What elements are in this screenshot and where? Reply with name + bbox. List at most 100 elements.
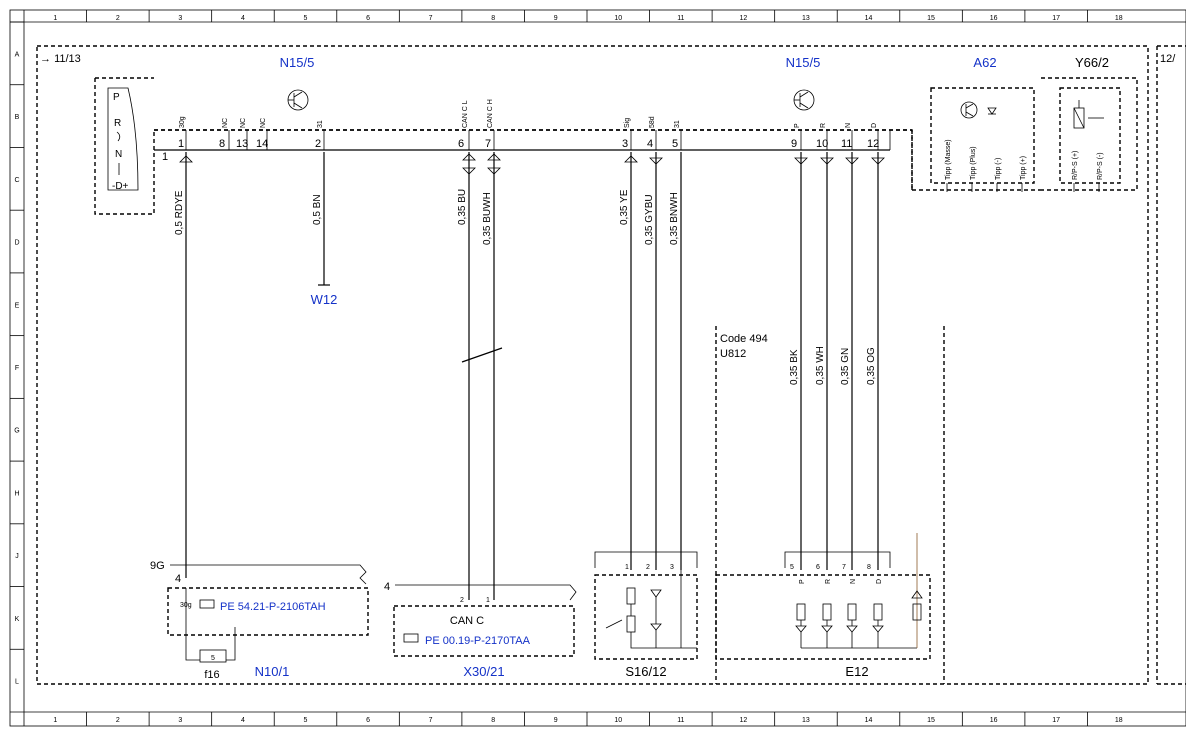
wire-label: 0,35 YE [619, 189, 630, 225]
column-label: 18 [1115, 15, 1123, 22]
s16-pin1: 1 [625, 564, 629, 571]
column-label: 6 [366, 15, 370, 22]
row-label: C [14, 177, 19, 184]
pin-number: 3 [622, 138, 628, 150]
x30-ref-link[interactable]: PE 00.19-P-2170TAA [425, 635, 531, 647]
pin-number: 1 [178, 138, 184, 150]
row-label: A [15, 51, 20, 58]
ref-prev-label[interactable]: → 11/13 [40, 53, 81, 65]
column-label: 8 [491, 717, 495, 724]
pin-name: CAN C H [487, 99, 494, 128]
column-label: 10 [614, 15, 622, 22]
column-label: 5 [304, 15, 308, 22]
resistor-symbol [847, 603, 857, 621]
column-label: 2 [116, 15, 120, 22]
e12-pin8: 8 [867, 564, 871, 571]
x30-pin1: 1 [486, 597, 490, 604]
outer-frame [9, 9, 1186, 727]
wire-label: 0,35 BK [789, 349, 800, 385]
column-label: 9 [554, 717, 558, 724]
pin-number: 8 [219, 138, 225, 150]
wires [185, 152, 879, 600]
column-label: 6 [366, 717, 370, 724]
s16-12-module: 1 2 3 S16/12 [594, 551, 698, 679]
ref-next-label[interactable]: 12/ [1160, 53, 1176, 65]
n10-pin-num: 4 [175, 573, 181, 585]
e12-pin5: 5 [790, 564, 794, 571]
selector-p: P [113, 92, 120, 103]
connector-number: 1 [162, 151, 168, 163]
resistor-symbol [912, 603, 922, 621]
led-icon [650, 623, 662, 631]
column-label: 17 [1052, 717, 1060, 724]
row-label: H [14, 490, 19, 497]
column-label: 15 [927, 15, 935, 22]
pin-number: 14 [256, 138, 268, 150]
pin-number: 5 [672, 138, 678, 150]
a62-pin-label: Tipp (+) [1020, 156, 1027, 180]
led-icon [846, 625, 858, 633]
e12-label: E12 [845, 664, 868, 679]
selector-d: -D+ [112, 181, 129, 192]
column-label: 3 [178, 717, 182, 724]
y66-2-label: Y66/2 [1075, 55, 1109, 70]
transistor-icon [960, 101, 978, 119]
grid-frame [9, 9, 1186, 727]
pin-name: NC [240, 118, 247, 128]
resistor-symbol [873, 603, 883, 621]
wire-label: 0,35 WH [815, 346, 826, 385]
code-line1: Code 494 [720, 333, 768, 345]
row-label: F [15, 365, 19, 372]
column-label: 16 [990, 717, 998, 724]
pin-number: 12 [867, 138, 879, 150]
n10-1-module: 9G 4 30g PE 54.21-P-2106TAH 5 f16 N10/1 [150, 560, 369, 681]
row-label: B [15, 114, 20, 121]
n10-ref-link[interactable]: PE 54.21-P-2106TAH [220, 601, 326, 613]
n10-conn-label: 9G [150, 560, 165, 572]
a62-pins: Tipp (Masse)Tipp (Plus)Tipp (-)Tipp (+) [945, 139, 1027, 192]
pin-name: 31 [317, 120, 324, 128]
led-icon [821, 625, 833, 633]
row-label: E [15, 302, 20, 309]
n10-1-label: N10/1 [255, 664, 290, 679]
e12-pin-name: D [876, 579, 883, 584]
pin-name: P [794, 123, 801, 128]
wire-label: 0,5 BN [312, 194, 323, 225]
wire-label: 0,35 GN [840, 348, 851, 385]
can-c-label: CAN C [450, 615, 484, 627]
y66-pin-label: R/P-S (-) [1097, 152, 1104, 180]
a62-label: A62 [973, 55, 996, 70]
a62-module [930, 87, 1035, 184]
s16-pin3: 3 [670, 564, 674, 571]
pin-name: D [871, 123, 878, 128]
n15-5-right-label: N15/5 [786, 55, 821, 70]
a62-pin-label: Tipp (-) [995, 158, 1002, 180]
pin-name: CAN C L [462, 100, 469, 128]
pin-name: NC [222, 118, 229, 128]
pin-number: 4 [647, 138, 653, 150]
selector-n: N [115, 149, 122, 160]
resistor-symbol [822, 603, 832, 621]
e12-pin6: 6 [816, 564, 820, 571]
s16-12-label: S16/12 [625, 664, 666, 679]
column-label: 1 [53, 717, 57, 724]
column-label: 5 [304, 717, 308, 724]
pin-name: 58d [649, 116, 656, 128]
column-label: 1 [53, 15, 57, 22]
row-label: J [15, 553, 19, 560]
row-label: G [14, 428, 19, 435]
transistor-icon [793, 89, 815, 111]
x30-pin2: 2 [460, 597, 464, 604]
x30-21-module: 4 2 1 CAN C PE 00.19-P-2170TAA X30/21 [384, 581, 577, 679]
resistor-symbol [626, 587, 636, 605]
column-label: 13 [802, 717, 810, 724]
pin-number: 9 [791, 138, 797, 150]
column-label: 14 [865, 717, 873, 724]
column-label: 15 [927, 717, 935, 724]
